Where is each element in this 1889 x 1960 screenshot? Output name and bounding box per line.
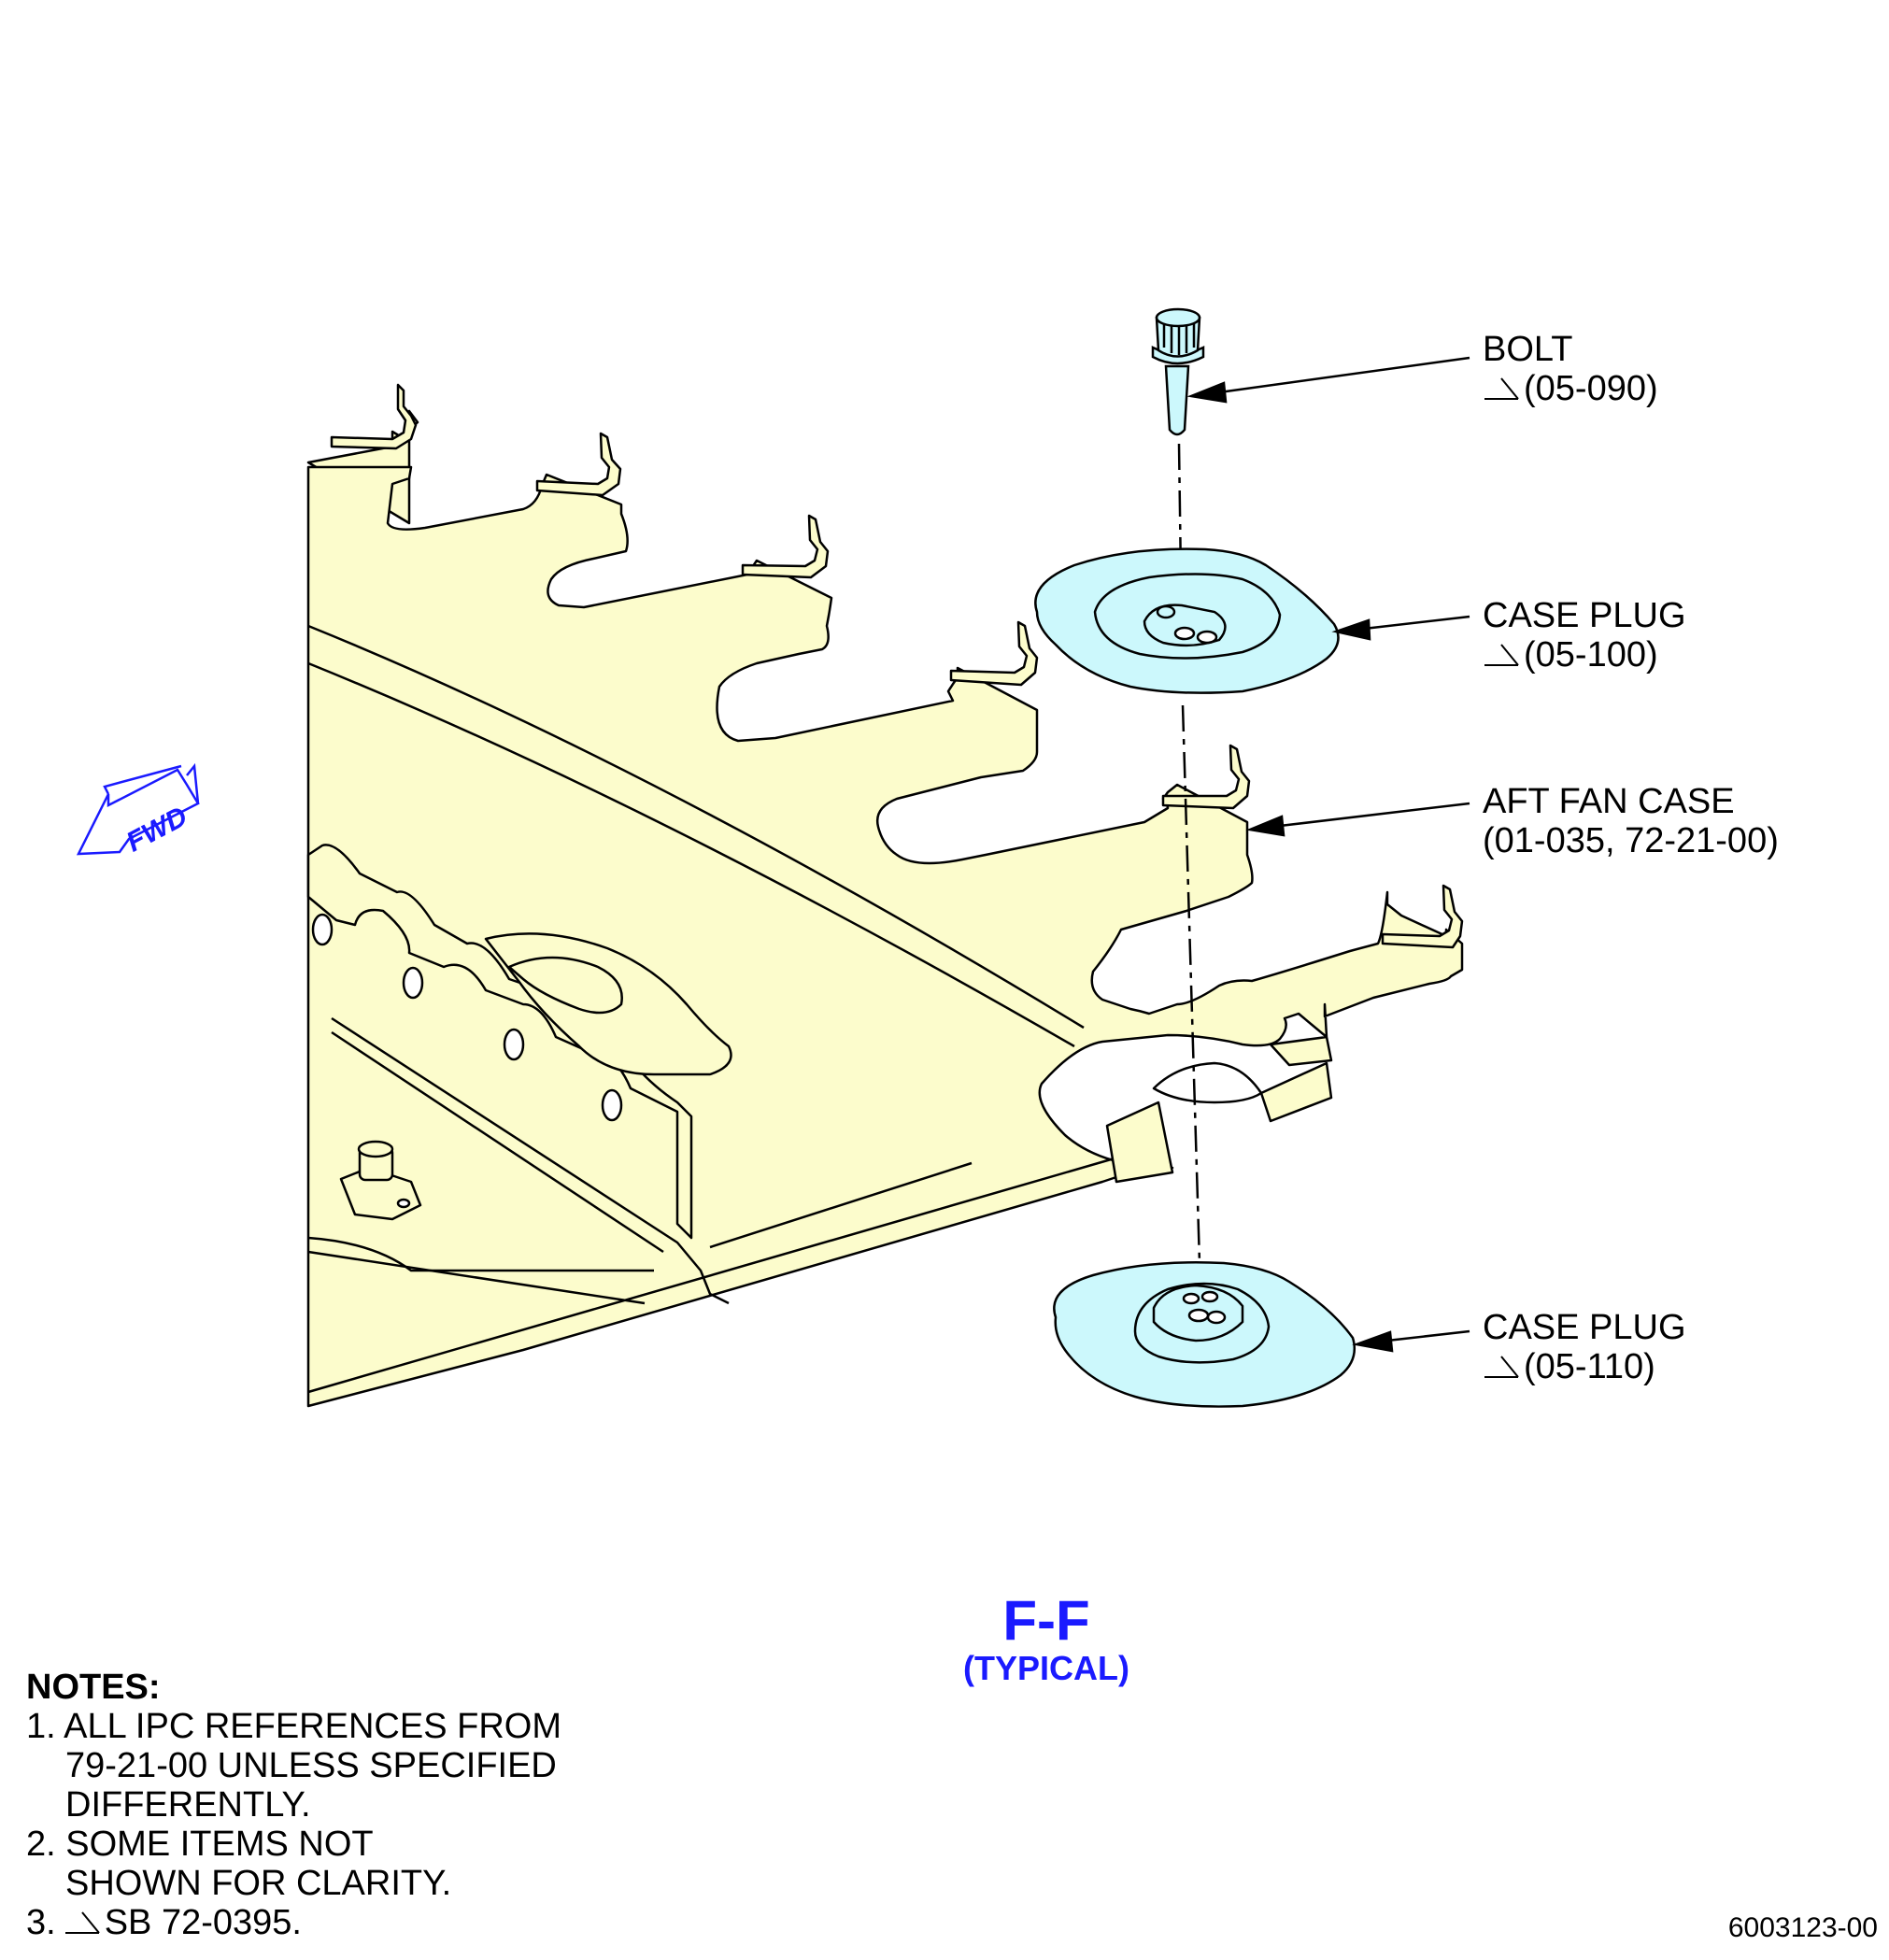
leader-lines	[1186, 356, 1470, 1353]
callout-aft-fan-case: AFT FAN CASE (01-035, 72-21-00)	[1483, 782, 1779, 860]
drawing-number: 6003123-00	[1727, 1912, 1878, 1943]
note-number: 1.	[26, 1707, 56, 1746]
callout-ref: (05-110)	[1524, 1347, 1655, 1386]
sb-flag-icon	[1484, 1356, 1519, 1378]
note-item: 3. SB 72-0395.	[26, 1903, 561, 1942]
flange-hole	[601, 1088, 623, 1122]
flange-hole	[503, 1028, 525, 1061]
fwd-label: FWD	[121, 801, 192, 858]
tab-outline-3	[741, 514, 830, 579]
note-line: SHOWN FOR CLARITY.	[65, 1864, 452, 1903]
notes-block: NOTES: 1. ALL IPC REFERENCES FROM 79-21-…	[26, 1668, 561, 1942]
note-line: SB 72-0395.	[104, 1903, 302, 1942]
callout-label: CASE PLUG	[1483, 1308, 1686, 1347]
notes-heading: NOTES:	[26, 1668, 161, 1707]
callout-ref: (01-035, 72-21-00)	[1483, 821, 1779, 860]
flange-hole	[311, 913, 334, 946]
nut-fitting	[339, 1140, 422, 1221]
aft-fan-case	[306, 383, 1464, 1408]
tab-outline-1	[330, 383, 418, 450]
flange-hole	[402, 966, 424, 1000]
tab-outline-4	[949, 620, 1039, 687]
callout-case-plug-upper: CASE PLUG (05-100)	[1483, 596, 1686, 675]
callout-label: BOLT	[1483, 330, 1573, 369]
note-line: 79-21-00 UNLESS SPECIFIED	[65, 1746, 557, 1785]
callout-label: CASE PLUG	[1483, 596, 1686, 635]
tab-outline-5	[1161, 744, 1251, 810]
note-line: ALL IPC REFERENCES FROM	[64, 1707, 561, 1746]
callout-case-plug-lower: CASE PLUG (05-110)	[1483, 1308, 1686, 1386]
assembly-axis	[1177, 443, 1202, 1295]
note-line: DIFFERENTLY.	[65, 1785, 311, 1825]
forward-arrow-icon: FWD	[76, 762, 200, 859]
note-number: 3.	[26, 1903, 56, 1942]
note-item: 2. SOME ITEMS NOT	[26, 1825, 561, 1864]
sb-flag-icon	[1484, 644, 1519, 666]
tab-outline-2	[535, 432, 622, 497]
note-item: 1. ALL IPC REFERENCES FROM	[26, 1707, 561, 1746]
section-title: F-F	[1002, 1589, 1090, 1652]
callout-label: AFT FAN CASE	[1483, 782, 1735, 821]
case-plug-upper	[1034, 547, 1340, 694]
boss	[484, 932, 732, 1076]
sb-flag-icon	[1484, 377, 1519, 400]
callout-bolt: BOLT (05-090)	[1483, 330, 1658, 408]
note-line: SOME ITEMS NOT	[65, 1825, 374, 1864]
sb-flag-icon	[64, 1911, 100, 1934]
note-number: 2.	[26, 1825, 56, 1864]
bolt	[1151, 307, 1205, 436]
section-subtitle: (TYPICAL)	[963, 1649, 1129, 1687]
tab-outline-6	[1381, 884, 1464, 949]
callout-ref: (05-090)	[1524, 369, 1658, 408]
callout-ref: (05-100)	[1524, 635, 1658, 675]
case-plug-lower	[1053, 1261, 1356, 1408]
bore	[1152, 1061, 1263, 1104]
